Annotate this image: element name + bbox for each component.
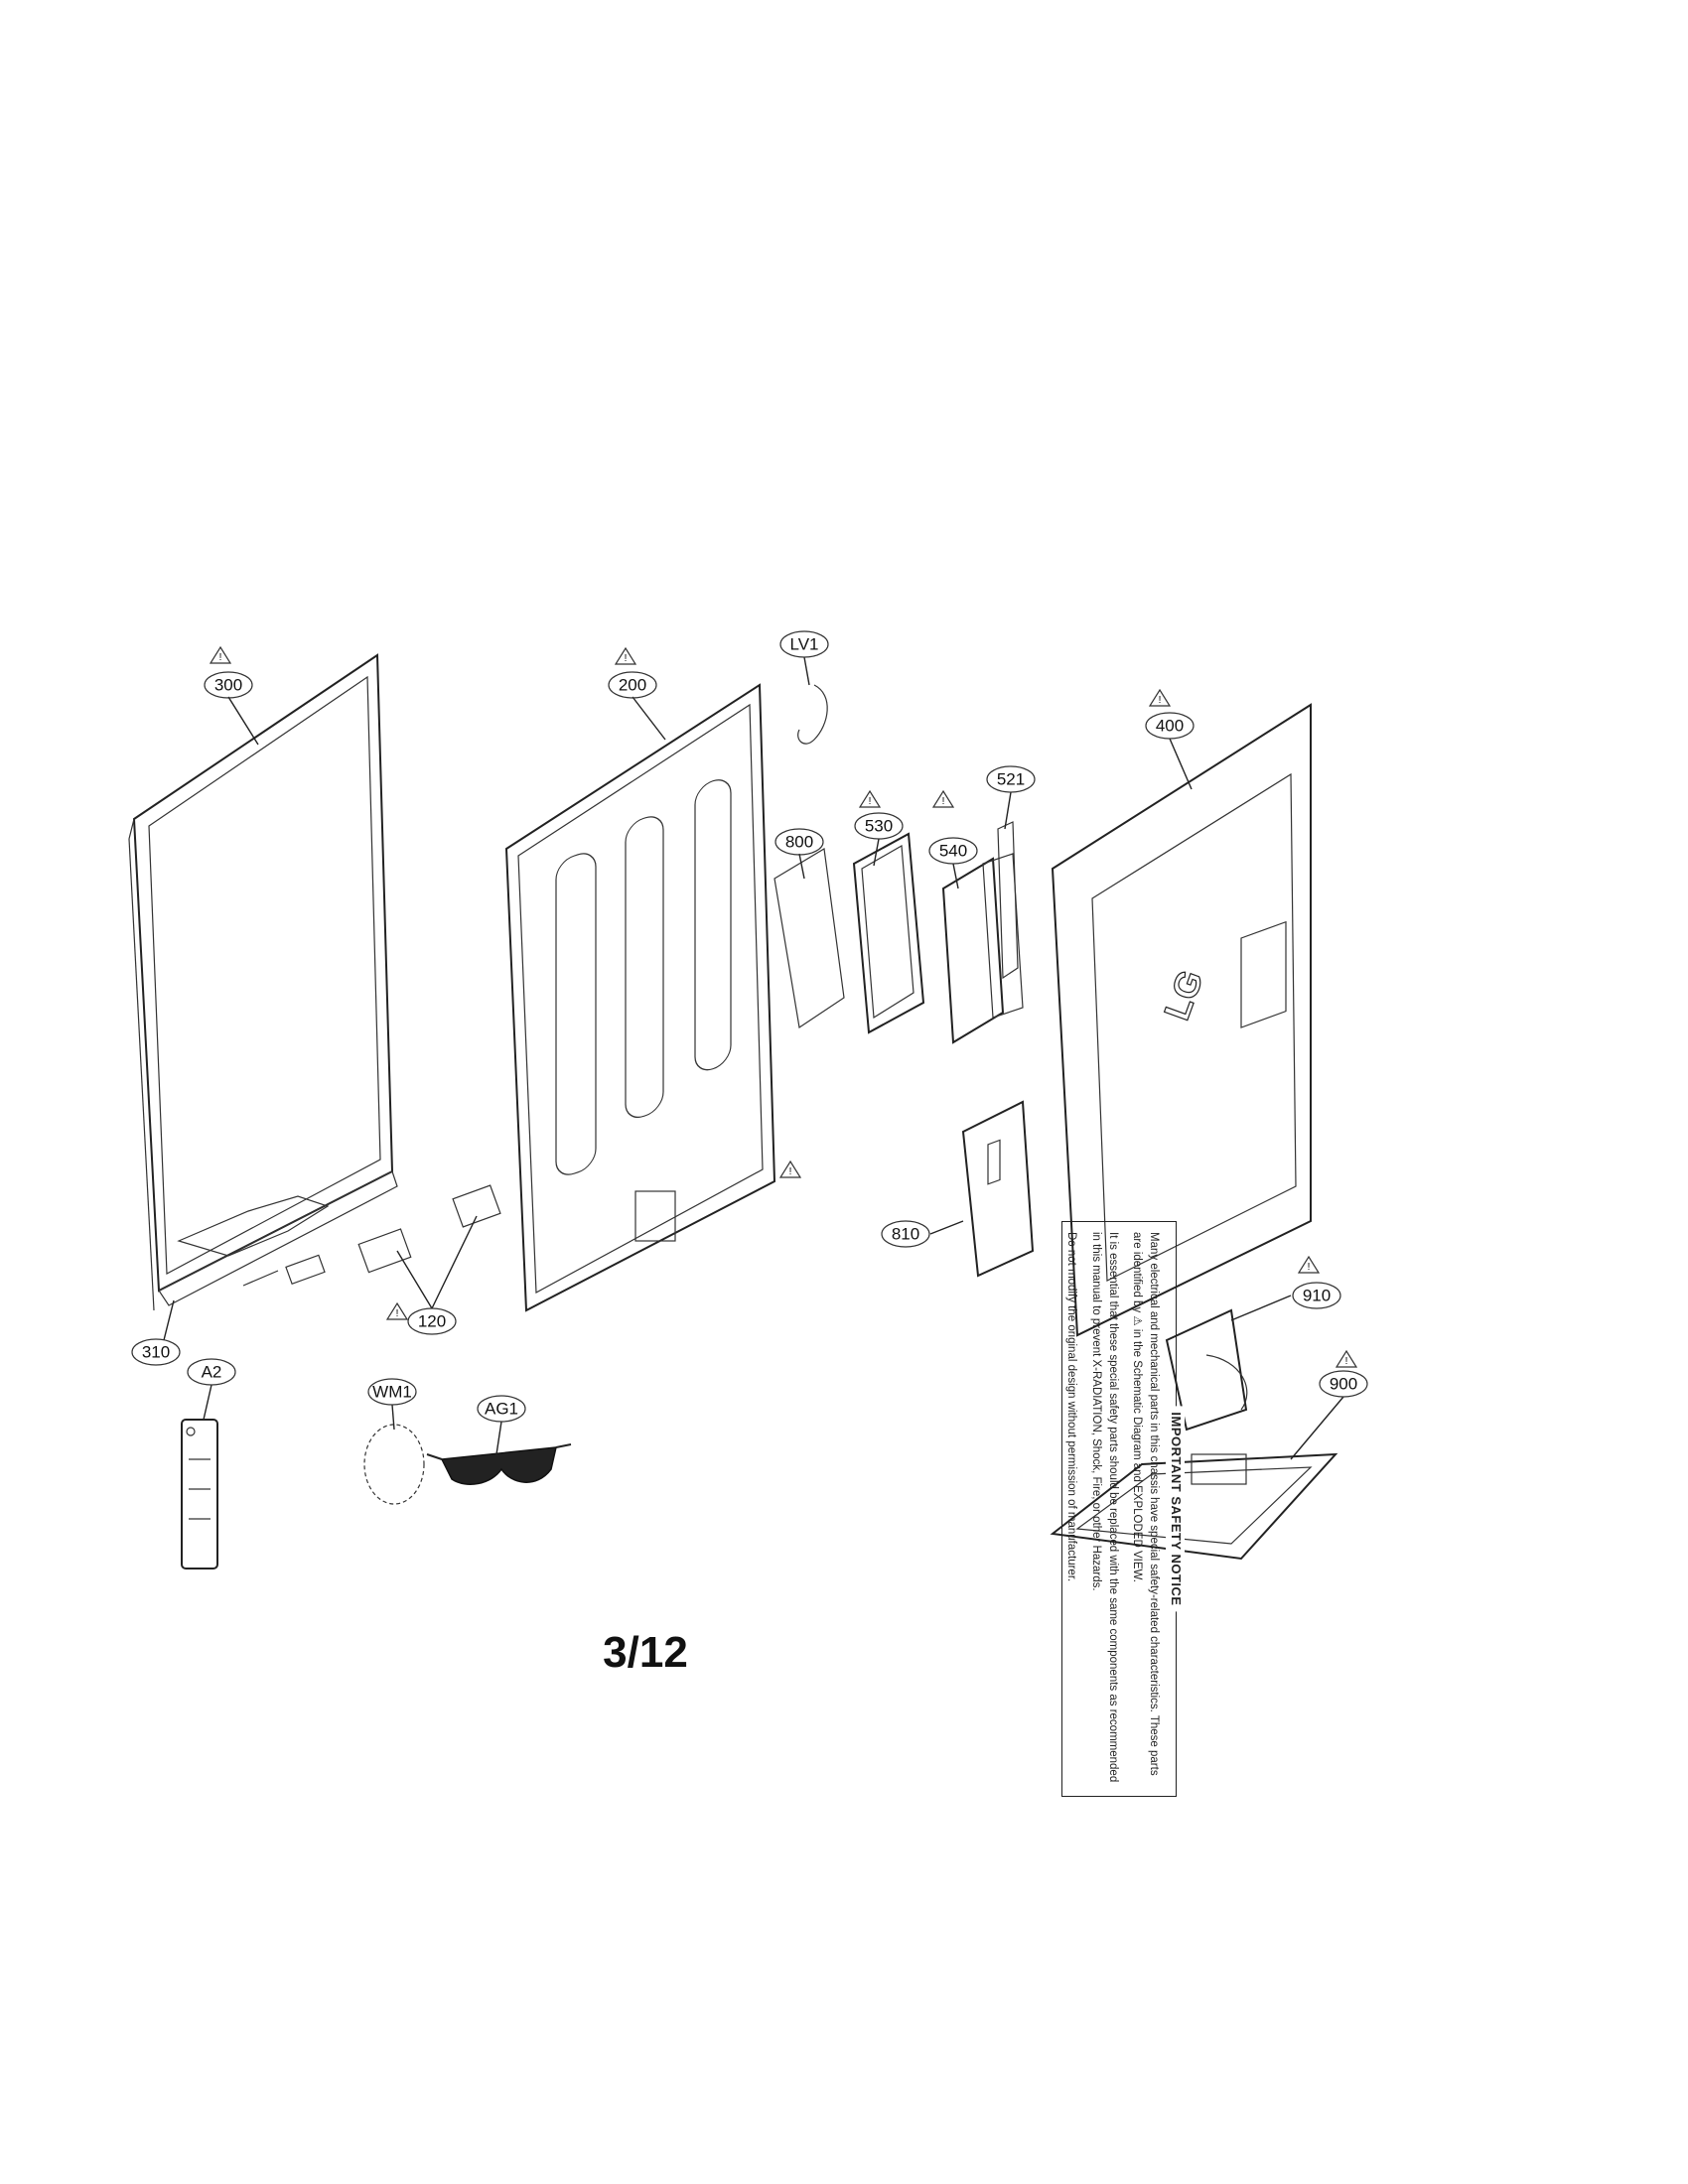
svg-text:200: 200 — [619, 676, 646, 695]
part-300-front-frame — [128, 653, 398, 1311]
svg-text:400: 400 — [1156, 717, 1184, 736]
callout-120: 120 — [407, 1307, 457, 1335]
warning-triangle-icon: ! — [858, 789, 882, 808]
callout-a2: A2 — [187, 1358, 236, 1386]
svg-text:120: 120 — [418, 1312, 446, 1331]
warning-triangle-icon: ! — [778, 1160, 802, 1178]
svg-text:LG: LG — [1156, 965, 1211, 1025]
svg-text:540: 540 — [939, 842, 967, 861]
callout-lv1: LV1 — [779, 630, 829, 658]
svg-text:!: ! — [1345, 1356, 1348, 1367]
svg-text:!: ! — [1159, 695, 1162, 706]
svg-text:!: ! — [625, 653, 628, 664]
callout-400: 400 — [1145, 712, 1195, 740]
part-200-panel-chassis — [504, 683, 776, 1312]
warning-triangles: ! ! ! ! ! ! ! ! ! — [209, 645, 1358, 1368]
part-wm1-wall-mount — [363, 1424, 425, 1505]
svg-text:521: 521 — [997, 770, 1025, 789]
warning-triangle-icon: ! — [614, 646, 637, 665]
warning-triangle-icon: ! — [1148, 688, 1172, 707]
callout-530: 530 — [854, 812, 904, 840]
svg-text:!: ! — [789, 1166, 792, 1177]
svg-text:910: 910 — [1303, 1287, 1331, 1305]
callout-521: 521 — [986, 765, 1036, 793]
part-lv1-cable — [797, 684, 828, 745]
svg-text:WM1: WM1 — [372, 1383, 412, 1402]
svg-text:!: ! — [869, 796, 872, 807]
warning-triangle-icon: ! — [931, 789, 955, 808]
svg-text:!: ! — [396, 1308, 399, 1319]
svg-text:530: 530 — [865, 817, 893, 836]
svg-text:300: 300 — [214, 676, 242, 695]
svg-text:!: ! — [942, 796, 945, 807]
safety-notice-title: IMPORTANT SAFETY NOTICE — [1166, 1406, 1185, 1612]
part-910-stand-neck — [1165, 1308, 1248, 1432]
safety-notice-line: It is essential that these special safet… — [1089, 1232, 1119, 1783]
leader-lines — [163, 656, 1344, 1460]
callout-200: 200 — [608, 671, 657, 699]
part-521-bracket — [997, 821, 1019, 980]
svg-text:LV1: LV1 — [790, 635, 819, 654]
callout-wm1: WM1 — [367, 1378, 417, 1406]
warning-triangle-icon: ! — [385, 1301, 409, 1320]
callout-800: 800 — [774, 828, 824, 856]
svg-text:A2: A2 — [202, 1363, 222, 1382]
callout-ag1: AG1 — [477, 1395, 526, 1423]
callout-810: 810 — [881, 1220, 930, 1248]
svg-text:!: ! — [219, 652, 222, 663]
page-number: 3/12 — [603, 1628, 688, 1677]
part-120-small-parts — [242, 1184, 501, 1287]
part-a2-remote — [181, 1419, 218, 1570]
callout-540: 540 — [928, 837, 978, 865]
svg-text:800: 800 — [785, 833, 813, 852]
part-540-main-board — [941, 853, 1024, 1044]
part-800-sheet — [774, 848, 845, 1029]
warning-triangle-icon: ! — [1335, 1349, 1358, 1368]
callout-300: 300 — [204, 671, 253, 699]
warning-triangle-icon: ! — [1297, 1255, 1321, 1274]
safety-notice-box: IMPORTANT SAFETY NOTICE Many electrical … — [1061, 1221, 1185, 1797]
part-ag1-3d-glasses — [426, 1443, 572, 1485]
svg-text:!: ! — [1308, 1262, 1311, 1273]
safety-notice-line: Many electrical and mechanical parts in … — [1131, 1232, 1160, 1776]
svg-text:310: 310 — [142, 1343, 170, 1362]
svg-text:AG1: AG1 — [485, 1400, 518, 1419]
part-810-bracket — [961, 1100, 1035, 1278]
callout-900: 900 — [1319, 1370, 1368, 1398]
safety-notice-line: Do not modify the original design withou… — [1065, 1232, 1078, 1582]
part-530-power-board — [852, 832, 925, 1034]
callout-910: 910 — [1292, 1282, 1341, 1309]
svg-text:900: 900 — [1330, 1375, 1357, 1394]
svg-text:810: 810 — [892, 1225, 919, 1244]
callout-310: 310 — [131, 1338, 181, 1366]
warning-triangle-icon: ! — [209, 645, 232, 664]
